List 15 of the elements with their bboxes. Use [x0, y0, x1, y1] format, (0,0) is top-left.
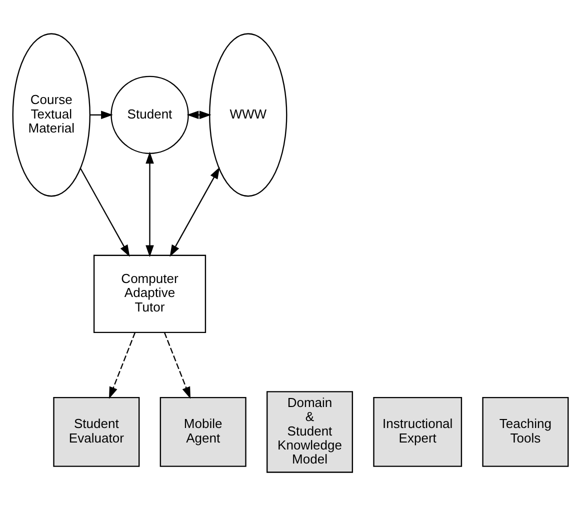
node-box: Domain & Student Knowledge Model [266, 391, 354, 473]
arrow [146, 152, 154, 258]
arrow [90, 110, 113, 120]
arrow [170, 167, 220, 257]
arrow [108, 332, 136, 399]
node-box: Computer Adaptive Tutor [93, 254, 206, 333]
node-box: Instructional Expert [373, 397, 462, 467]
arrow [164, 332, 191, 399]
node-box: Mobile Agent [160, 397, 246, 467]
node-box: Student Evaluator [53, 397, 140, 467]
arrow [186, 110, 212, 120]
arrow [80, 168, 130, 257]
node-box: Teaching Tools [482, 397, 569, 467]
node-ellipse: Course Textual Material [12, 33, 90, 197]
node-circle: Student [110, 76, 189, 154]
